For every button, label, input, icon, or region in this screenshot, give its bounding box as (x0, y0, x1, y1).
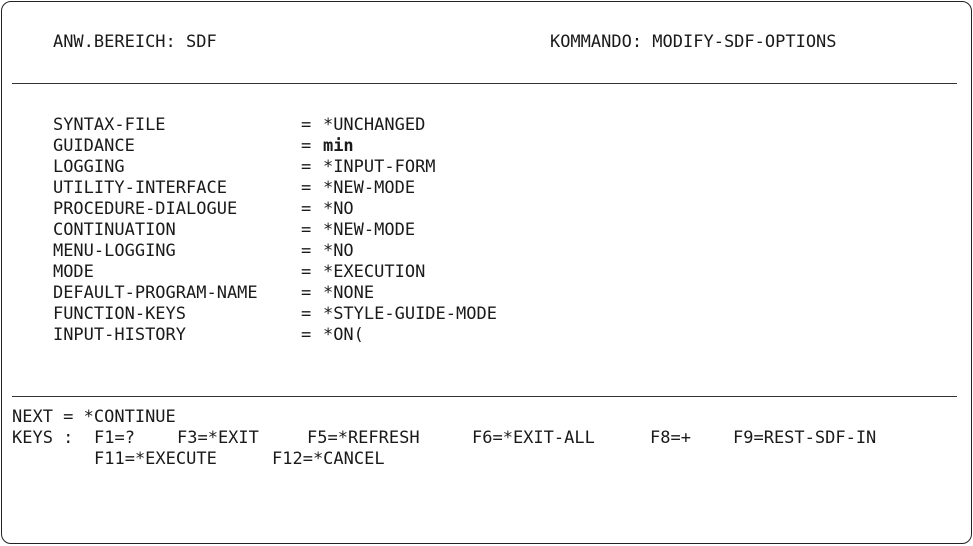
equals-sign: = (300, 262, 312, 282)
equals-sign: = (300, 304, 312, 324)
param-value-menu-logging[interactable]: *NO (322, 241, 354, 261)
param-name: LOGGING (52, 157, 125, 177)
param-row-menu-logging: MENU-LOGGING = *NO (12, 220, 354, 261)
param-name: CONTINUATION (52, 220, 176, 240)
param-row-input-history: INPUT-HISTORY = *ON( (12, 304, 364, 345)
param-row-procedure-dialogue: PROCEDURE-DIALOGUE = *NO (12, 178, 354, 219)
param-row-default-program-name: DEFAULT-PROGRAM-NAME = *NONE (12, 262, 374, 303)
next-input[interactable]: *CONTINUE (83, 407, 176, 427)
param-value-utility-interface[interactable]: *NEW-MODE (322, 178, 416, 198)
param-name: INPUT-HISTORY (52, 325, 187, 345)
param-name: SYNTAX-FILE (52, 115, 166, 135)
key-f12[interactable]: F12=*CANCEL (272, 449, 385, 469)
bottom-separator (12, 396, 957, 397)
equals-sign: = (300, 136, 312, 156)
param-row-mode: MODE = *EXECUTION (12, 241, 425, 282)
key-f11[interactable]: F11=*EXECUTE (94, 449, 217, 469)
key-f9[interactable]: F9=REST-SDF-IN (733, 428, 877, 448)
equals-sign: = (300, 157, 312, 177)
param-value-mode[interactable]: *EXECUTION (322, 262, 426, 282)
param-value-guidance[interactable]: min (322, 136, 354, 156)
param-name: FUNCTION-KEYS (52, 304, 187, 324)
equals-sign: = (300, 178, 312, 198)
equals-sign: = (300, 325, 312, 345)
application-area-label: ANW.BEREICH: SDF (52, 32, 217, 52)
param-value-syntax-file[interactable]: *UNCHANGED (322, 115, 426, 135)
param-name: GUIDANCE (52, 136, 135, 156)
param-row-syntax-file: SYNTAX-FILE = *UNCHANGED (12, 94, 425, 135)
next-row: NEXT = *CONTINUE (12, 407, 176, 428)
param-value-logging[interactable]: *INPUT-FORM (322, 157, 436, 177)
param-name: UTILITY-INTERFACE (52, 178, 227, 198)
param-row-continuation: CONTINUATION = *NEW-MODE (12, 199, 415, 240)
command-label: KOMMANDO: MODIFY-SDF-OPTIONS (549, 32, 837, 52)
header-command: KOMMANDO: MODIFY-SDF-OPTIONS (509, 11, 837, 52)
param-value-procedure-dialogue[interactable]: *NO (322, 199, 354, 219)
param-name: PROCEDURE-DIALOGUE (52, 199, 238, 219)
keys-label: KEYS : (12, 428, 84, 448)
param-value-function-keys[interactable]: *STYLE-GUIDE-MODE (322, 304, 497, 324)
param-row-function-keys: FUNCTION-KEYS = *STYLE-GUIDE-MODE (12, 283, 497, 324)
param-value-default-program-name[interactable]: *NONE (322, 283, 375, 303)
param-value-continuation[interactable]: *NEW-MODE (322, 220, 416, 240)
key-f6[interactable]: F6=*EXIT-ALL (472, 428, 595, 448)
next-label: NEXT = (12, 407, 84, 427)
key-f8[interactable]: F8=+ (650, 428, 691, 448)
param-name: DEFAULT-PROGRAM-NAME (52, 283, 258, 303)
equals-sign: = (300, 241, 312, 261)
param-value-input-history[interactable]: *ON( (322, 325, 364, 345)
header-area: ANW.BEREICH: SDF (12, 11, 217, 52)
equals-sign: = (300, 199, 312, 219)
top-separator (12, 83, 957, 84)
param-name: MODE (52, 262, 94, 282)
param-row-logging: LOGGING = *INPUT-FORM (12, 136, 436, 177)
key-f5[interactable]: F5=*REFRESH (307, 428, 420, 448)
key-f3[interactable]: F3=*EXIT (177, 428, 259, 448)
keys-row-1: KEYS : F1=? F3=*EXIT F5=*REFRESH F6=*EXIT-A… (12, 428, 876, 449)
param-row-utility-interface: UTILITY-INTERFACE = *NEW-MODE (12, 157, 415, 198)
param-row-guidance: GUIDANCE = min (12, 115, 354, 156)
key-f1[interactable]: F1=? (94, 428, 135, 448)
equals-sign: = (300, 115, 312, 135)
equals-sign: = (300, 283, 312, 303)
equals-sign: = (300, 220, 312, 240)
param-name: MENU-LOGGING (52, 241, 176, 261)
